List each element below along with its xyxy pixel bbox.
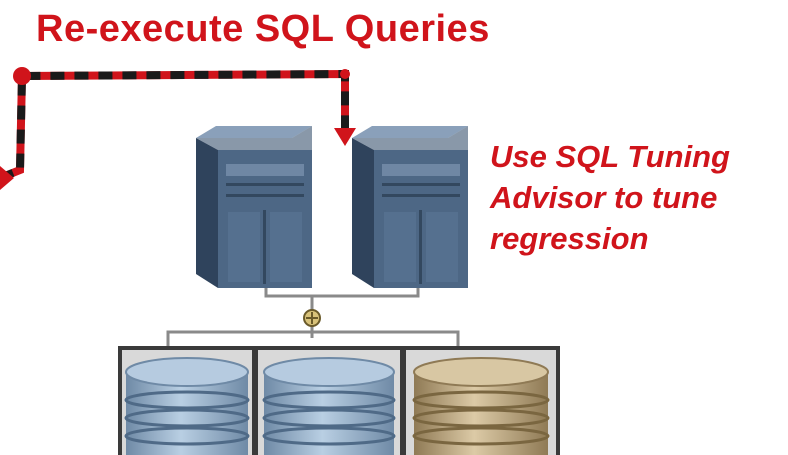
database-disk-icon [412,357,550,455]
note-line: Use SQL Tuning [490,139,730,174]
network-hub-icon [303,309,321,327]
server-icon [196,126,312,288]
note-line: Advisor to tune [490,180,718,215]
flow-node-dot [13,67,31,85]
database-disk-icon [262,357,396,455]
arrowhead-icon [0,166,14,190]
diagram-title: Re-execute SQL Queries [36,8,490,50]
tuning-advisor-note: Use SQL Tuning Advisor to tune regressio… [490,136,730,259]
database-disk-icon [124,357,250,455]
note-line: regression [490,221,649,256]
flow-arrow-path [0,67,356,190]
arrowhead-icon [334,128,356,146]
server-icon [352,126,468,288]
flow-node-dot [340,69,350,79]
